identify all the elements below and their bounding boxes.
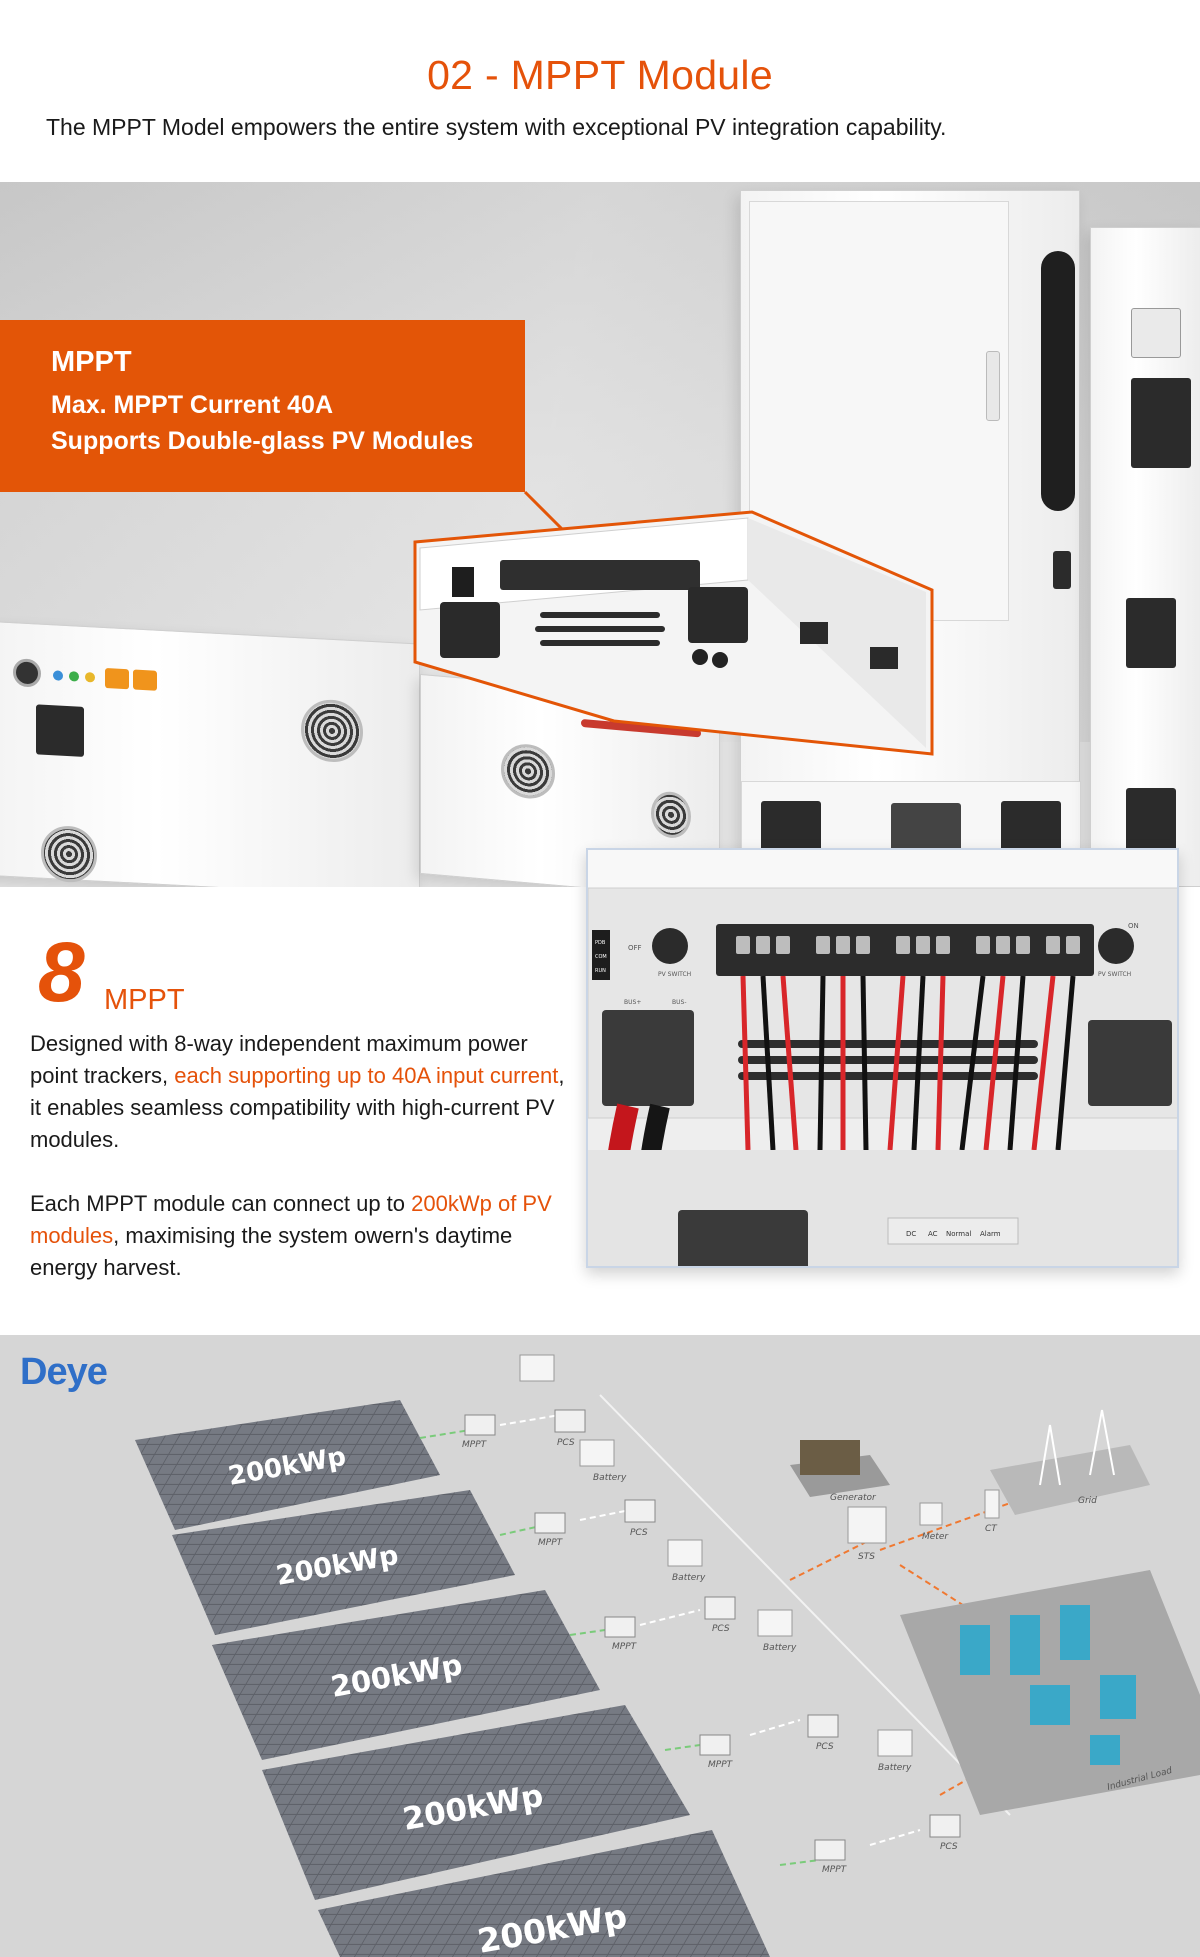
terminal-strip [500, 560, 700, 590]
led-panel [592, 930, 610, 980]
hero-product-photo: MPPT Max. MPPT Current 40A Supports Doub… [0, 182, 1200, 887]
grid-node-icon [990, 1409, 1150, 1515]
meter-node-icon [919, 1502, 943, 1526]
pv-switch-left-icon [652, 928, 688, 964]
rack-module-3 [1126, 598, 1176, 668]
mppt-label-5: MPPT [822, 1865, 848, 1875]
sts-label: STS [858, 1552, 875, 1562]
right-rack [1090, 227, 1200, 887]
para1-text-end: , it enables seamless compatibility with… [30, 1063, 565, 1152]
left-junction-box [440, 602, 500, 658]
ct-node-icon [984, 1489, 1000, 1519]
led-run: RUN [595, 968, 606, 974]
gland-1 [692, 649, 708, 665]
led-pdb: PDB [595, 940, 606, 946]
feature-paragraph-capacity: Each MPPT module can connect up to 200kW… [30, 1188, 570, 1284]
battery-label-2: Battery [672, 1573, 706, 1583]
pcs-label-3: PCS [712, 1624, 730, 1634]
pv-array-4: 200kWp [262, 1705, 690, 1900]
vent-slots [535, 612, 665, 646]
pcs-label-2: PCS [630, 1528, 648, 1538]
para2-text-end: , maximising the system owern's daytime … [30, 1223, 513, 1280]
battery-label: Battery [593, 1473, 627, 1483]
status-led-panel [452, 567, 474, 597]
off-label: OFF [628, 944, 642, 952]
generator-label: Generator [830, 1493, 877, 1503]
handle-slot-2 [870, 647, 898, 669]
battery-label-3: Battery [763, 1643, 797, 1653]
status-dc: DC [906, 1230, 916, 1238]
bottom-panel [588, 1150, 1177, 1266]
mppt-count: 8 [38, 925, 85, 1019]
system-diagram-drawing: 200kWp 200kWp 200kWp 200kWp 200kWp [0, 1335, 1200, 1957]
para2-highlight: 200kWp of PV modules [30, 1191, 552, 1248]
bus-negative-label: BUS- [672, 999, 686, 1006]
ct-label: CT [985, 1524, 998, 1534]
mppt-label-3: MPPT [612, 1642, 638, 1652]
pcs-node-icon [554, 1409, 961, 1838]
pv-switch-left-label: PV SWITCH [658, 971, 691, 978]
mppt-callout: MPPT Max. MPPT Current 40A Supports Doub… [0, 320, 525, 492]
pv-array-2: 200kWp [172, 1490, 515, 1635]
pv-switch-right-icon [1098, 928, 1134, 964]
side-port [1053, 551, 1071, 589]
on-label: ON [1128, 922, 1139, 930]
rack-module-2 [1131, 378, 1191, 468]
system-diagram: 200kWp 200kWp 200kWp 200kWp 200kWp [0, 1335, 1200, 1957]
left-junction-box [602, 1010, 694, 1106]
page-subtitle: The MPPT Model empowers the entire syste… [46, 114, 947, 140]
industrial-load-icon [900, 1570, 1200, 1815]
callout-line-current: Max. MPPT Current 40A [51, 391, 334, 419]
door-handle [986, 351, 1000, 421]
pcs-label-1: PCS [557, 1438, 575, 1448]
status-alarm: Alarm [980, 1230, 1001, 1238]
para2-text-start: Each MPPT module can connect up to [30, 1191, 412, 1216]
battery-label-4: Battery [878, 1763, 912, 1773]
sts-node-icon [847, 1506, 887, 1544]
callout-line-modules: Supports Double-glass PV Modules [51, 427, 474, 455]
pv-array-5: 200kWp [318, 1830, 770, 1957]
status-ac: AC [928, 1230, 938, 1238]
bus-positive-label: BUS+ [624, 999, 641, 1006]
handle-slot-1 [800, 622, 828, 644]
module-side [748, 518, 926, 748]
battery-node-icon [519, 1354, 913, 1757]
deye-logo: Deye [20, 1351, 108, 1393]
led-com: COM [595, 954, 607, 960]
side-vent [1041, 251, 1075, 511]
pv-wires [740, 975, 1076, 1151]
wiring-closeup-photo: PDB COM RUN OFF PV SWITCH ON PV SWITCH B… [586, 848, 1179, 1268]
mppt-module-highlight [413, 490, 934, 756]
pcs-label-4: PCS [816, 1742, 834, 1752]
right-junction-box [1088, 1020, 1172, 1106]
pv-array-1: 200kWp [135, 1400, 440, 1530]
mppt-label-1: MPPT [462, 1440, 488, 1450]
header: 02 - MPPT Module The MPPT Model empowers… [0, 0, 1200, 182]
para1-text-start: Designed with 8-way independent maximum … [30, 1031, 528, 1088]
callout-title: MPPT [51, 346, 132, 378]
page-title: 02 - MPPT Module [427, 52, 773, 98]
wiring-closeup-drawing: PDB COM RUN OFF PV SWITCH ON PV SWITCH B… [588, 850, 1177, 1266]
feature-paragraph-trackers: Designed with 8-way independent maximum … [30, 1028, 570, 1156]
bottom-connector [678, 1210, 808, 1266]
pv-array-3: 200kWp [212, 1590, 600, 1760]
right-junction-box [688, 587, 748, 643]
closeup-vents [738, 1040, 1038, 1080]
rack-module-1 [1131, 308, 1181, 358]
rack-module-4 [1126, 788, 1176, 858]
mppt-label-2: MPPT [538, 1538, 564, 1548]
status-normal: Normal [946, 1230, 971, 1238]
status-bar [887, 1217, 1019, 1245]
gland-2 [712, 652, 728, 668]
pv-switch-right-label: PV SWITCH [1098, 971, 1131, 978]
terminal-screws [736, 936, 1080, 954]
meter-label: Meter [922, 1532, 949, 1542]
mppt-node-icon [464, 1414, 846, 1861]
para1-highlight: each supporting up to 40A input current [174, 1063, 559, 1088]
mppt-count-label: MPPT [104, 984, 185, 1016]
generator-node-icon [790, 1440, 890, 1497]
pcs-label-5: PCS [940, 1842, 958, 1852]
grid-label: Grid [1078, 1496, 1097, 1506]
mppt-label-4: MPPT [708, 1760, 734, 1770]
